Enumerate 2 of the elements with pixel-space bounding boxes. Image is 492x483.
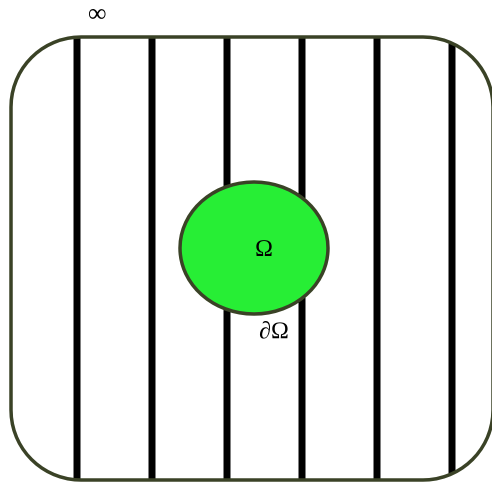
boundary-label: ∂Ω — [260, 320, 288, 339]
frame-heading: ∞ — [88, 9, 106, 19]
